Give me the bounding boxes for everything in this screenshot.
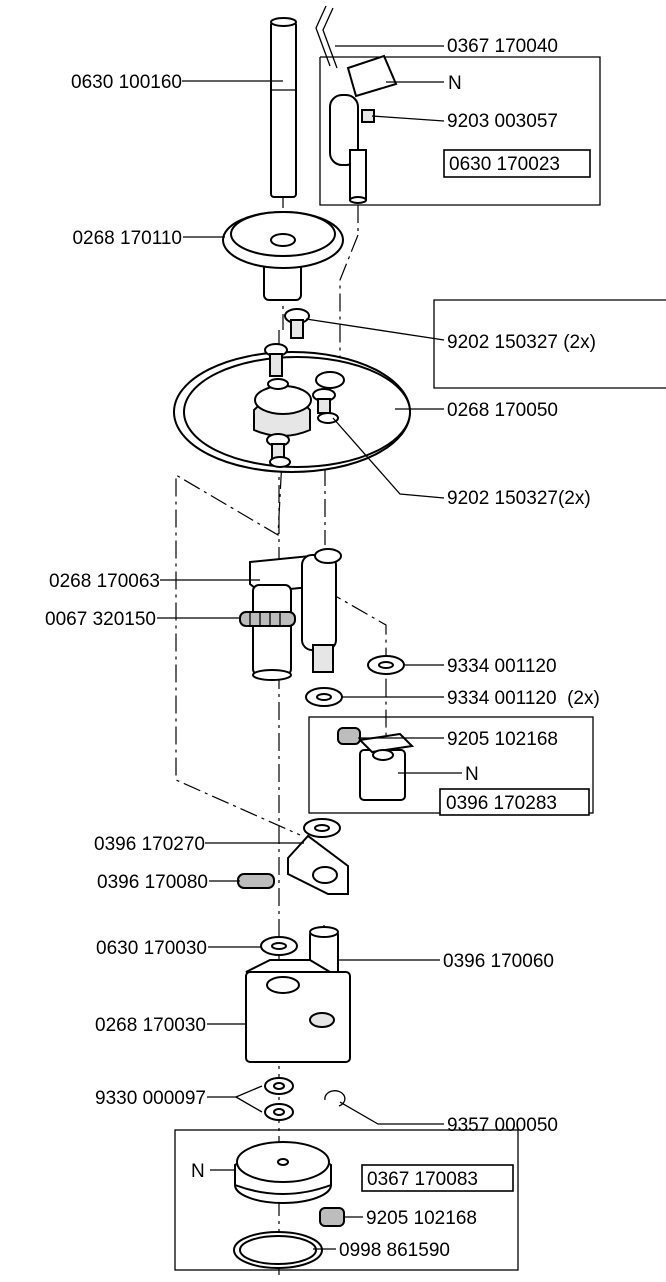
part-label-n-1: N (448, 73, 462, 94)
part-label-9334-001120-b: 9334 001120 (2x) (447, 688, 600, 709)
part-label-9205-102168-a: 9205 102168 (447, 729, 558, 750)
part-label-9357-000050: 9357 000050 (447, 1115, 558, 1136)
lower-washers-part (264, 1077, 294, 1121)
housing-part (245, 959, 351, 1063)
part-label-0396-170283: 0396 170283 (446, 793, 557, 814)
part-label-9205-102168-b: 9205 102168 (366, 1208, 477, 1229)
part-label-0067-320150: 0067 320150 (45, 609, 156, 630)
tension-disc-part (222, 211, 344, 301)
e-clip-part (324, 1090, 346, 1107)
part-label-9203-003057: 9203 003057 (447, 111, 558, 132)
part-drawings (173, 5, 415, 1269)
label-box-0396-170283 (439, 788, 590, 816)
part-label-9202-150327-top: 9202 150327 (2x) (447, 332, 596, 353)
part-label-0268-170063: 0268 170063 (49, 571, 160, 592)
part-label-0630-170023: 0630 170023 (449, 154, 560, 175)
arm-part (237, 834, 349, 895)
leader-lines (157, 45, 462, 1250)
part-label-0630-170030: 0630 170030 (96, 938, 207, 959)
pin-part (270, 17, 297, 198)
part-label-0268-170110: 0268 170110 (72, 228, 182, 249)
part-label-0998-861590: 0998 861590 (339, 1240, 450, 1261)
label-box-0367-170083 (361, 1164, 514, 1192)
spring-clip-part (315, 5, 331, 67)
part-labels: 0367 170040 0630 100160 N 9203 003057 06… (45, 36, 600, 1261)
part-label-0630-100160: 0630 100160 (71, 72, 182, 93)
lever-block-part (337, 727, 415, 801)
part-label-n-2: N (465, 764, 479, 785)
part-label-0367-170040: 0367 170040 (447, 36, 558, 57)
plate-screws (264, 343, 339, 468)
bracket-part (249, 548, 342, 681)
washers-part (305, 655, 405, 707)
part-label-0396-170270: 0396 170270 (94, 834, 205, 855)
part-label-9330-000097: 9330 000097 (95, 1088, 206, 1109)
part-label-0268-170030: 0268 170030 (95, 1015, 206, 1036)
part-label-0268-170050: 0268 170050 (447, 400, 558, 421)
part-label-9202-150327-mid: 9202 150327(2x) (447, 488, 591, 509)
part-label-0367-170083: 0367 170083 (367, 1169, 478, 1190)
thread-guide-part (329, 54, 398, 204)
part-label-n-3: N (191, 1161, 205, 1182)
spring-part (239, 611, 296, 627)
part-label-9334-001120-a: 9334 001120 (447, 656, 557, 677)
label-box-0630-170023 (443, 149, 591, 178)
base-plate-part (173, 351, 411, 473)
screw-top-part (284, 308, 310, 339)
cap-part (234, 1141, 345, 1227)
part-label-0396-170080: 0396 170080 (97, 872, 208, 893)
part-label-0396-170060: 0396 170060 (443, 951, 554, 972)
